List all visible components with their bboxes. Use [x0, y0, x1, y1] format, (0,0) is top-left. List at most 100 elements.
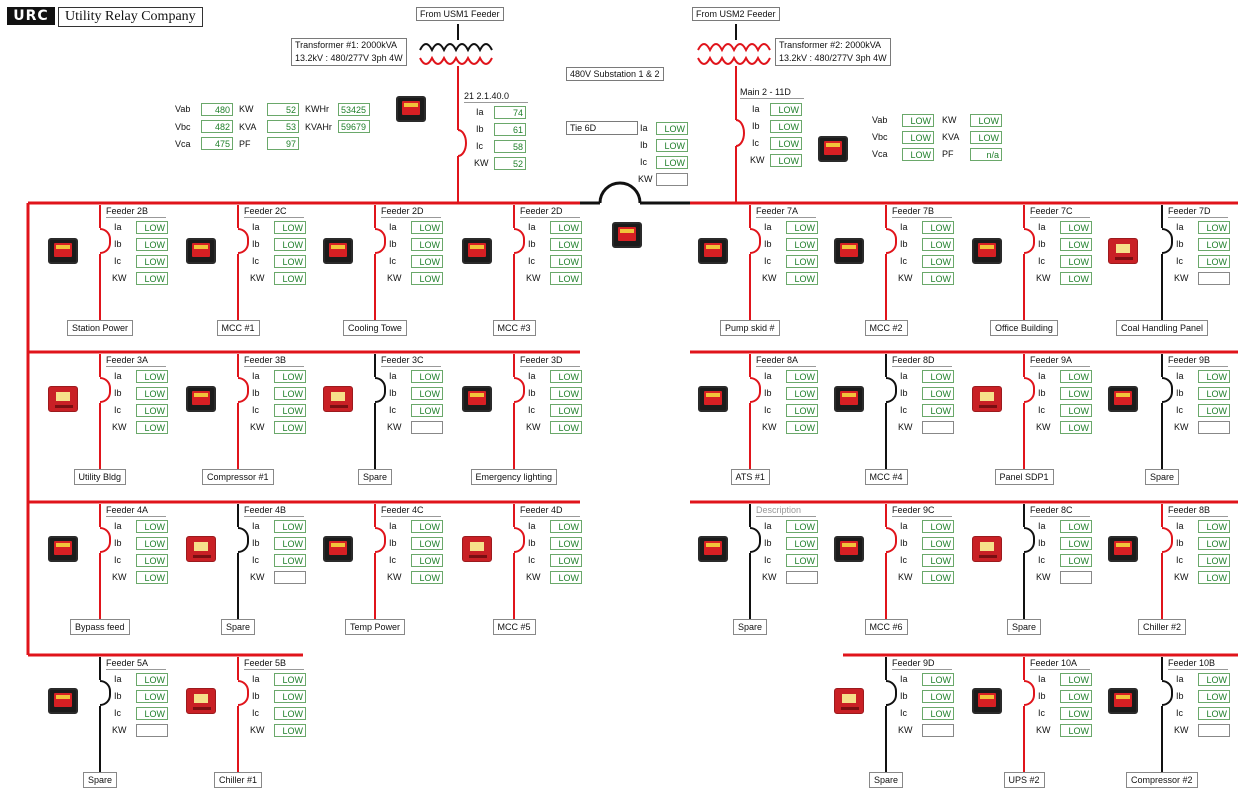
feeder-lower-line: [1023, 553, 1025, 619]
feeder-description[interactable]: Spare: [869, 772, 904, 788]
main-1-relay-icon[interactable]: [396, 96, 426, 122]
feeder-ia-value: LOW: [1060, 673, 1092, 686]
feeder-description[interactable]: MCC #6: [864, 619, 908, 635]
relay-device-icon[interactable]: [323, 386, 353, 412]
feeder-lower-line: [749, 553, 751, 619]
relay-device-icon[interactable]: [1108, 238, 1138, 264]
meter-right-vab-label: Vab: [872, 115, 888, 125]
meter-right-kw-label: KW: [942, 115, 957, 125]
feeder-description[interactable]: Chiller #1: [214, 772, 263, 788]
feeder-description[interactable]: Panel SDP1: [994, 469, 1054, 485]
relay-device-icon[interactable]: [1108, 688, 1138, 714]
feeder-kw-label: KW: [1036, 572, 1051, 582]
relay-device-icon[interactable]: [186, 536, 216, 562]
feeder-kw-label: KW: [387, 273, 402, 283]
feeder-title: Feeder 3D: [520, 354, 580, 367]
feeder-kw-value: LOW: [550, 272, 582, 285]
tie-ib: LOW: [656, 139, 688, 152]
feeder-description[interactable]: Cooling Towe: [343, 320, 407, 336]
relay-device-icon[interactable]: [462, 238, 492, 264]
feeder-description[interactable]: Spare: [1145, 469, 1180, 485]
feeder-ia-value: LOW: [411, 370, 443, 383]
relay-device-icon[interactable]: [972, 536, 1002, 562]
relay-device-icon[interactable]: [48, 536, 78, 562]
main-2-relay-icon[interactable]: [818, 136, 848, 162]
feeder-ic-value: LOW: [274, 404, 306, 417]
feeder-description[interactable]: Pump skid #: [720, 320, 780, 336]
main-1-ia-label: Ia: [476, 107, 484, 117]
relay-device-icon[interactable]: [1108, 386, 1138, 412]
feeder-lower-line: [374, 553, 376, 619]
relay-device-icon[interactable]: [834, 386, 864, 412]
feeder-description[interactable]: Chiller #2: [1138, 619, 1187, 635]
relay-device-icon[interactable]: [462, 386, 492, 412]
relay-device-icon[interactable]: [48, 386, 78, 412]
feeder-upper-line: [1023, 205, 1025, 228]
feeder-description[interactable]: Spare: [733, 619, 768, 635]
feeder-description[interactable]: ATS #1: [730, 469, 770, 485]
feeder-description[interactable]: Spare: [358, 469, 393, 485]
tie-relay-icon[interactable]: [612, 222, 642, 248]
feeder-description[interactable]: Bypass feed: [70, 619, 130, 635]
feeder-title: Feeder 5B: [244, 657, 304, 670]
feeder-kw-value: LOW: [1060, 421, 1092, 434]
meter-left-pf-label: PF: [239, 139, 251, 149]
feeder-upper-line: [1161, 657, 1163, 680]
feeder-description[interactable]: Spare: [83, 772, 118, 788]
feeder-description[interactable]: Office Building: [990, 320, 1058, 336]
feeder-upper-line: [885, 657, 887, 680]
relay-device-icon[interactable]: [323, 238, 353, 264]
feeder-lower-line: [885, 706, 887, 772]
feeder-description[interactable]: UPS #2: [1003, 772, 1045, 788]
relay-device-icon[interactable]: [698, 238, 728, 264]
feeder-description[interactable]: Coal Handling Panel: [1116, 320, 1209, 336]
relay-device-icon[interactable]: [834, 688, 864, 714]
meter-left-vab: 480: [201, 103, 233, 116]
feeder-ia-value: LOW: [1060, 221, 1092, 234]
feeder-kw-value: [411, 421, 443, 434]
feeder-description[interactable]: MCC #4: [864, 469, 908, 485]
relay-device-icon[interactable]: [834, 238, 864, 264]
feeder-description[interactable]: Emergency lighting: [470, 469, 558, 485]
feeder-ia-value: LOW: [411, 520, 443, 533]
relay-device-icon[interactable]: [186, 688, 216, 714]
relay-device-icon[interactable]: [972, 238, 1002, 264]
relay-device-icon[interactable]: [186, 238, 216, 264]
relay-device-icon[interactable]: [698, 536, 728, 562]
feeder-kw-label: KW: [898, 422, 913, 432]
feeder-description[interactable]: Spare: [1007, 619, 1042, 635]
relay-device-icon[interactable]: [698, 386, 728, 412]
relay-device-icon[interactable]: [834, 536, 864, 562]
transformer-2-voltage: 13.2kV : 480/277V 3ph 4W: [779, 53, 887, 63]
relay-device-icon[interactable]: [462, 536, 492, 562]
feeder-kw-label: KW: [387, 572, 402, 582]
relay-device-icon[interactable]: [48, 238, 78, 264]
relay-device-icon[interactable]: [972, 688, 1002, 714]
relay-device-icon[interactable]: [323, 536, 353, 562]
feeder-ic-value: LOW: [136, 404, 168, 417]
feeder-description[interactable]: Station Power: [67, 320, 134, 336]
main-1-ic: 58: [494, 140, 526, 153]
feeder-ic-label: Ic: [114, 256, 122, 266]
feeder-description[interactable]: Compressor #1: [202, 469, 274, 485]
usm1-feeder-label: From USM1 Feeder: [416, 7, 504, 21]
feeder-description[interactable]: Compressor #2: [1126, 772, 1198, 788]
feeder-description[interactable]: MCC #2: [864, 320, 908, 336]
feeder-title: Feeder 10B: [1168, 657, 1228, 670]
relay-device-icon[interactable]: [972, 386, 1002, 412]
relay-device-icon[interactable]: [186, 386, 216, 412]
feeder-ic-value: LOW: [411, 404, 443, 417]
relay-device-icon[interactable]: [1108, 536, 1138, 562]
feeder-title: Feeder 4C: [381, 504, 441, 517]
feeder-description[interactable]: MCC #3: [492, 320, 536, 336]
feeder-description[interactable]: MCC #1: [216, 320, 260, 336]
feeder-description[interactable]: Spare: [221, 619, 256, 635]
feeder-description[interactable]: Temp Power: [345, 619, 406, 635]
feeder-lower-line: [749, 254, 751, 320]
feeder-description[interactable]: Utility Bldg: [73, 469, 127, 485]
feeder-description[interactable]: MCC #5: [492, 619, 536, 635]
feeder-kw-label: KW: [898, 273, 913, 283]
relay-device-icon[interactable]: [48, 688, 78, 714]
meter-left-vca: 475: [201, 137, 233, 150]
